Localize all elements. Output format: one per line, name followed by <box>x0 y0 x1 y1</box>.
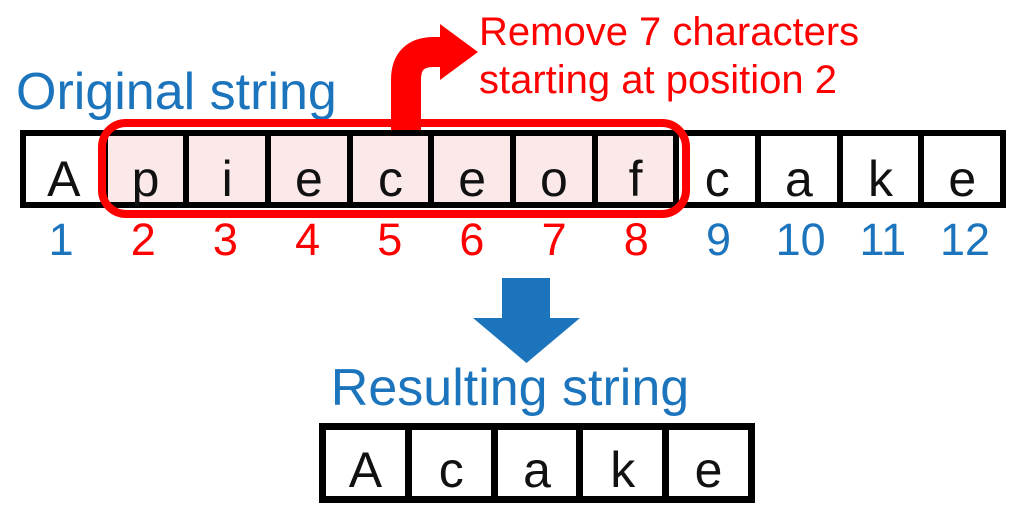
char-cell: e <box>271 136 353 207</box>
position-label: 3 <box>212 214 238 265</box>
position-label: 11 <box>859 214 907 265</box>
original-string-row: A p i e c e o f c a k e <box>20 130 1006 208</box>
resulting-string-row: A c a k e <box>319 423 755 503</box>
char-cell: k <box>583 430 670 498</box>
position-label: 8 <box>623 214 649 265</box>
position-labels-row: 1 2 3 4 5 6 7 8 9 10 11 12 <box>20 217 1006 263</box>
char-cell: e <box>434 136 517 207</box>
position-label: 7 <box>541 214 567 265</box>
position-label: 2 <box>130 214 156 265</box>
char-cell: c <box>411 430 498 498</box>
remove-annotation: Remove 7 characters starting at position… <box>479 8 859 104</box>
annotation-line-1: Remove 7 characters <box>479 10 860 54</box>
position-label: 9 <box>705 214 731 265</box>
char-cell: e <box>924 136 1001 207</box>
position-label: 6 <box>459 214 485 265</box>
char-cell: a <box>761 136 843 207</box>
down-arrow-icon <box>473 278 580 363</box>
original-string-title: Original string <box>16 63 337 121</box>
position-label: 5 <box>377 214 403 265</box>
position-label: 10 <box>775 214 826 265</box>
char-cell: c <box>352 136 435 207</box>
char-cell: c <box>679 136 762 207</box>
char-cell: A <box>26 136 108 207</box>
char-cell: k <box>842 136 925 207</box>
position-label: 4 <box>295 214 321 265</box>
position-label: 1 <box>48 214 74 265</box>
elbow-arrow-icon <box>391 24 478 130</box>
annotation-line-2: starting at position 2 <box>479 58 837 102</box>
char-cell: e <box>669 430 748 498</box>
char-cell: i <box>189 136 272 207</box>
char-cell: a <box>497 430 584 498</box>
char-cell: A <box>326 430 412 498</box>
char-cell: p <box>107 136 190 207</box>
position-label: 12 <box>939 214 990 265</box>
char-cell: f <box>597 136 680 207</box>
resulting-string-title: Resulting string <box>330 359 690 417</box>
char-cell: o <box>516 136 598 207</box>
